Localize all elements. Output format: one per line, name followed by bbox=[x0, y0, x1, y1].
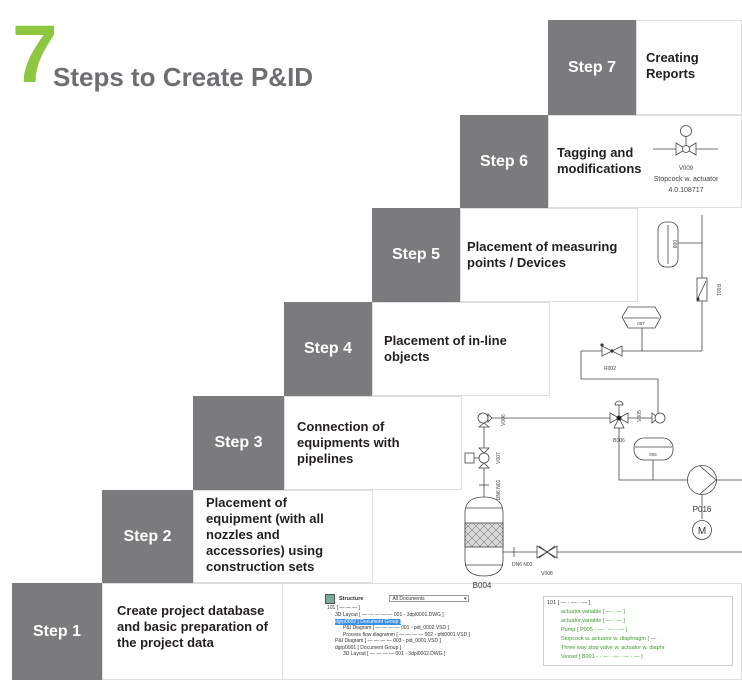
step-3-label: Step 3 bbox=[193, 396, 284, 490]
label-motor: M bbox=[698, 526, 706, 537]
tree-row-selected[interactable]: dgrp0002 [ Document Group ] bbox=[335, 618, 402, 625]
valve-v005 bbox=[651, 410, 666, 424]
step-1-label: Step 1 bbox=[12, 583, 102, 680]
device-007 bbox=[621, 306, 662, 329]
structure-panel: Structure All Documents ▾ 101 [ — — — ] 3… bbox=[325, 593, 505, 665]
tree-row[interactable]: actuator,variable [ — · — ] bbox=[561, 609, 625, 615]
page-title: Steps to Create P&ID bbox=[53, 62, 314, 92]
tree-row[interactable]: dgrp0001 [ Document Group ] bbox=[335, 644, 402, 651]
screenshots-box bbox=[282, 583, 742, 680]
tree-row[interactable]: 101 [ — · — · — ] bbox=[547, 600, 591, 606]
label-b004: B004 bbox=[473, 581, 492, 590]
step-3-box bbox=[284, 396, 462, 490]
motor-icon bbox=[692, 520, 712, 540]
title-number: 7 bbox=[12, 9, 58, 100]
label-005: 005 bbox=[649, 452, 657, 457]
dropdown-value: All Documents bbox=[392, 596, 425, 602]
object-tree-panel: 101 [ — · — · — ] actuator,variable [ — … bbox=[543, 596, 733, 666]
step-2-box bbox=[193, 490, 373, 583]
document-filter-dropdown[interactable]: All Documents ▾ bbox=[389, 595, 470, 602]
tree-row[interactable]: actuator,variable [ — · — ] bbox=[561, 618, 625, 624]
tree-row[interactable]: P&I Diagram [ — — — — 003 - pid_0001.VSD… bbox=[335, 638, 441, 644]
tree-row[interactable]: Three way stop valve w. actuator w. diap… bbox=[561, 645, 665, 651]
tag-code: 4.0.108717 bbox=[668, 187, 703, 194]
step-5-description: Placement of measuring points / Devices bbox=[467, 239, 618, 270]
label-p016: P016 bbox=[693, 505, 712, 514]
step-6-box bbox=[548, 115, 742, 208]
step-7-description: Creating Reports bbox=[646, 50, 699, 81]
step-2-description: Placement of equipment (with all nozzles… bbox=[206, 495, 324, 574]
step-1-description: Create project database and basic prepar… bbox=[117, 603, 268, 650]
label-008: 008 bbox=[671, 240, 677, 249]
step-2-label: Step 2 bbox=[102, 490, 193, 583]
valve-v007 bbox=[464, 447, 490, 469]
step-6-description: Tagging and modifications bbox=[557, 145, 642, 176]
label-r001: R001 bbox=[715, 284, 721, 296]
label-007: 007 bbox=[637, 321, 645, 326]
tree-row[interactable]: 3D Layout [ — — — — — 001 - 3dpl0001.DWG… bbox=[335, 612, 444, 618]
structure-title: Structure bbox=[339, 595, 364, 602]
step-7-box bbox=[636, 20, 742, 115]
step-5-label: Step 5 bbox=[372, 208, 460, 302]
tree-row[interactable]: Process flow diagramm [ — — — — 002 - pf… bbox=[343, 631, 470, 638]
tree-row[interactable]: 3D Layout [ — — — — 001 - 3dpl0002.DWG ] bbox=[343, 651, 446, 657]
step-4-description: Placement of in-line objects bbox=[384, 333, 507, 364]
step-4-box bbox=[372, 302, 550, 396]
tree-row[interactable]: 101 [ — — — ] bbox=[327, 605, 361, 611]
label-dn6-n02: DN6 N02 bbox=[512, 562, 533, 568]
valve-v006 bbox=[477, 412, 493, 428]
step-6-label: Step 6 bbox=[460, 115, 548, 208]
tag-label: V009 bbox=[679, 166, 694, 172]
tag-name: Stopcock w. actuator bbox=[654, 176, 719, 183]
stopcock-actuator-symbol bbox=[653, 125, 718, 156]
label-v008: V008 bbox=[541, 571, 553, 577]
tree-row[interactable]: Pump [ P005 - — · — · — ] bbox=[561, 627, 628, 633]
label-v005: V005 bbox=[637, 410, 643, 422]
step-7-label: Step 7 bbox=[548, 20, 636, 115]
vessel-005 bbox=[633, 437, 674, 461]
label-v006: V006 bbox=[501, 414, 507, 426]
step-4-label: Step 4 bbox=[284, 302, 372, 396]
vessel-b004 bbox=[464, 496, 504, 577]
tree-row[interactable]: Vessel [ B001 - · — · — · — · — ] bbox=[561, 654, 643, 660]
label-v007: V007 bbox=[496, 452, 502, 464]
step-3-description: Connection of equipments with pipelines bbox=[297, 419, 400, 466]
pump-p016 bbox=[687, 465, 742, 519]
chevron-down-icon: ▾ bbox=[463, 596, 467, 602]
label-dn6-n01: DN6 N01 bbox=[496, 480, 502, 501]
tree-row[interactable]: Stopcock w. actuator w. diaphragm [ — · bbox=[561, 636, 660, 642]
three-way-valve-b006 bbox=[609, 400, 629, 429]
vessel-008 bbox=[657, 221, 679, 268]
tree-row[interactable]: P&I Diagram [ — — — — 001 - pid_0002.VSD… bbox=[343, 625, 449, 631]
structure-icon bbox=[325, 593, 335, 604]
step-5-box bbox=[460, 208, 638, 302]
label-r002: R002 bbox=[604, 366, 616, 372]
